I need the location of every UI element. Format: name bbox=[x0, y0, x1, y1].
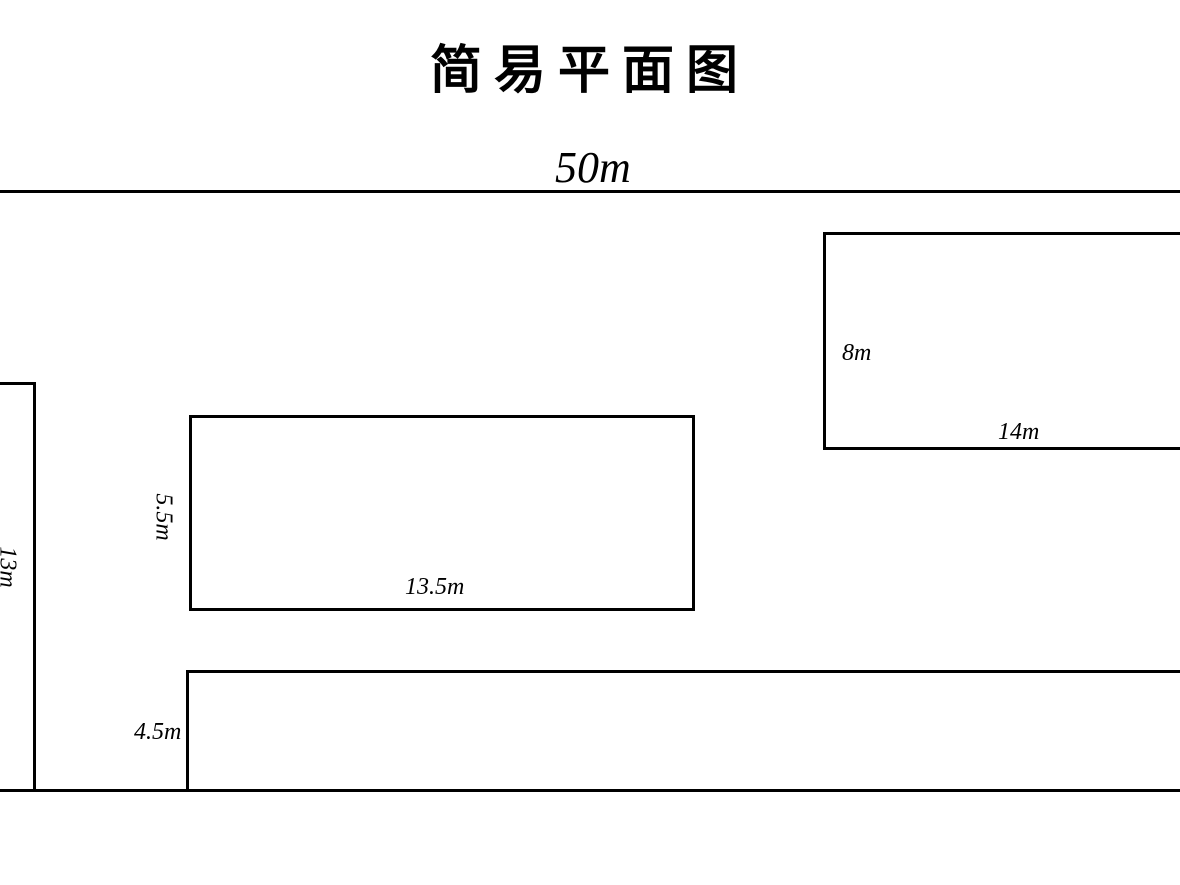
center-block-height-label: 5.5m bbox=[150, 493, 177, 541]
top-right-block-width-label: 14m bbox=[998, 419, 1040, 445]
top-right-block-building bbox=[823, 232, 1180, 450]
site-top-boundary bbox=[0, 190, 1180, 193]
left-strip-building bbox=[0, 382, 36, 792]
center-block-width-label: 13.5m bbox=[405, 574, 465, 600]
diagram-title: 简易平面图 bbox=[429, 40, 750, 101]
top-right-block-height-label: 8m bbox=[842, 340, 872, 366]
bottom-strip-height-label: 4.5m bbox=[134, 719, 182, 745]
site-width-label: 50m bbox=[555, 143, 631, 192]
left-strip-height-label: 13m bbox=[0, 546, 21, 588]
bottom-strip-building bbox=[186, 670, 1180, 792]
center-block-building bbox=[189, 415, 695, 611]
